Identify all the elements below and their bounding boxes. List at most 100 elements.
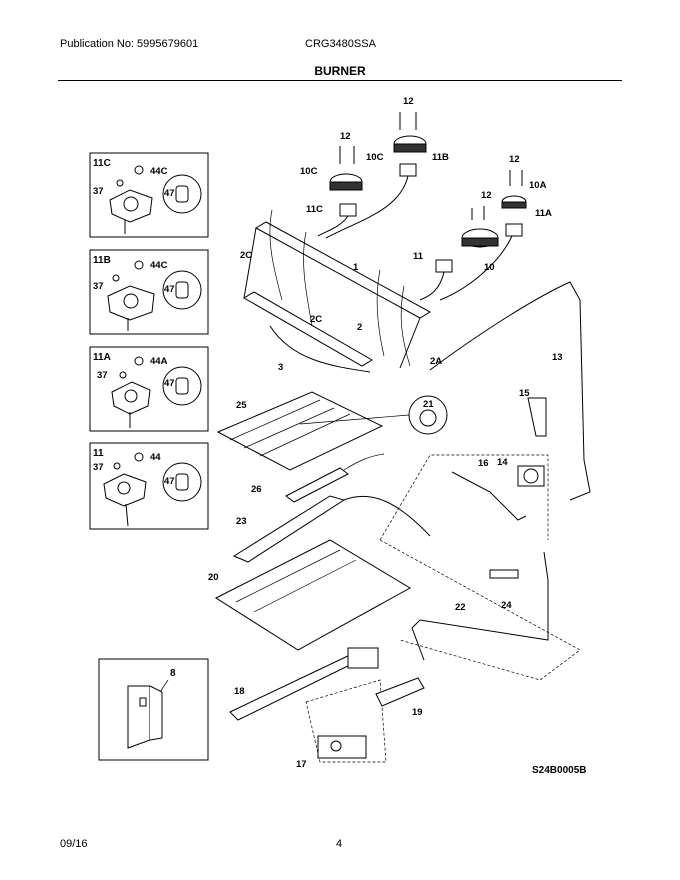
inset-11c: 11C 44C 37 47 [89,152,209,238]
inset-11b-label-37: 37 [93,281,104,292]
callout-16: 16 [478,458,489,469]
callout-11a: 11A [535,208,552,219]
publication-number: Publication No: 5995679601 [60,38,199,50]
inset-11c-label-44c: 44C [150,166,168,177]
callout-2: 2 [357,322,362,333]
burner-port-icon [117,481,131,495]
inset-11a-label-47: 47 [164,378,175,389]
orifice-icon [175,185,189,203]
inset-11b-frame [89,249,209,335]
callout-12-c: 12 [509,154,520,165]
inset-11b-title: 11B [93,255,111,266]
callout-19: 19 [412,707,423,718]
valve-icon [399,163,417,177]
header-rule [58,80,622,81]
burner-frame-bar [243,291,373,367]
manifold-rail [254,221,432,319]
inset-11a-label-44a: 44A [150,356,168,367]
burner-port-icon [123,196,139,212]
callout-10a: 10A [529,180,547,191]
inset-11-frame [89,442,209,530]
screw-icon [134,165,144,175]
inset-11c-title: 11C [93,158,111,169]
callout-1: 1 [353,262,359,273]
callout-17: 17 [296,759,307,770]
callout-2c-b: 2C [310,314,322,325]
screw-icon [134,260,144,270]
valve-icon [505,223,523,237]
orifice-detail-circle [162,174,202,214]
inset-11b: 11B 44C 37 47 [89,249,209,335]
manifold-tube [429,281,591,501]
inset-11b-label-47: 47 [164,284,175,295]
regulator-bracket [527,397,547,437]
model-number: CRG3480SSA [305,38,376,50]
inset-11a-title: 11A [93,352,111,363]
callout-11b: 11B [432,152,449,163]
inset-11b-label-44c: 44C [150,260,168,271]
inset-11a-label-37: 37 [97,370,108,381]
inset-11: 11 44 37 47 [89,442,209,530]
orifice-icon [175,281,189,299]
diagram-reference-code: S24B0005B [532,765,586,776]
baffle-plate [216,391,384,471]
callout-23: 23 [236,516,247,527]
inset-11c-frame [89,152,209,238]
callout-14: 14 [497,457,508,468]
top-burner-assembly [243,112,591,501]
screw-icon [116,179,124,187]
thermostat-tube [411,551,549,661]
inset-11c-label-37: 37 [93,186,104,197]
callout-10c-b: 10C [300,166,318,177]
footer-date: 09/16 [60,838,88,850]
orifice-detail-circle [162,366,202,406]
orifice-detail-circle [162,270,202,310]
callout-10: 10 [484,262,495,273]
callout-labels: 12 12 12 12 10C 10C 11B 10A 11C 11A 11 1… [208,96,586,776]
inset-8: 8 [98,658,209,761]
orifice-icon [175,473,189,491]
screw-icon [119,371,127,379]
broil-burner-tube [229,653,361,721]
screw-icon [134,356,144,366]
callout-25: 25 [236,400,247,411]
spark-module-icon [127,685,151,749]
inset-11-label-44: 44 [150,452,161,463]
inset-11-title: 11 [93,448,104,459]
callout-11c: 11C [306,204,323,215]
callout-12-a: 12 [403,96,414,107]
inset-11a: 11A 44A 37 47 [89,346,209,432]
callout-2a: 2A [430,356,442,367]
flame-spreader [214,539,412,651]
callout-3: 3 [278,362,283,373]
inset-8-label: 8 [170,668,176,679]
orifice-detail-circle [162,462,202,502]
burner-port-icon [124,389,138,403]
inset-8-frame [98,658,209,761]
callout-22: 22 [455,602,466,613]
oven-burner-assembly [214,391,581,763]
screw-icon [134,452,144,462]
inset-11-label-37: 37 [93,462,104,473]
inset-11-label-47: 47 [164,476,175,487]
valve-icon [435,259,453,273]
burner-port-icon [123,293,139,309]
callout-26: 26 [251,484,262,495]
inset-11c-label-47: 47 [164,188,175,199]
oven-igniter [285,467,349,503]
inset-11a-frame [89,346,209,432]
callout-10c-a: 10C [366,152,384,163]
valve-icon [339,203,357,217]
oven-thermostat-valve [317,735,367,759]
callout-20: 20 [208,572,219,583]
orifice-fitting-icon [489,569,519,579]
section-title: BURNER [314,64,366,78]
callout-11: 11 [413,251,424,262]
screw-icon [113,462,121,470]
orifice-icon [175,377,189,395]
broil-igniter [375,677,425,707]
callout-24: 24 [501,600,512,611]
callout-13: 13 [552,352,563,363]
callout-12-b: 12 [340,131,351,142]
